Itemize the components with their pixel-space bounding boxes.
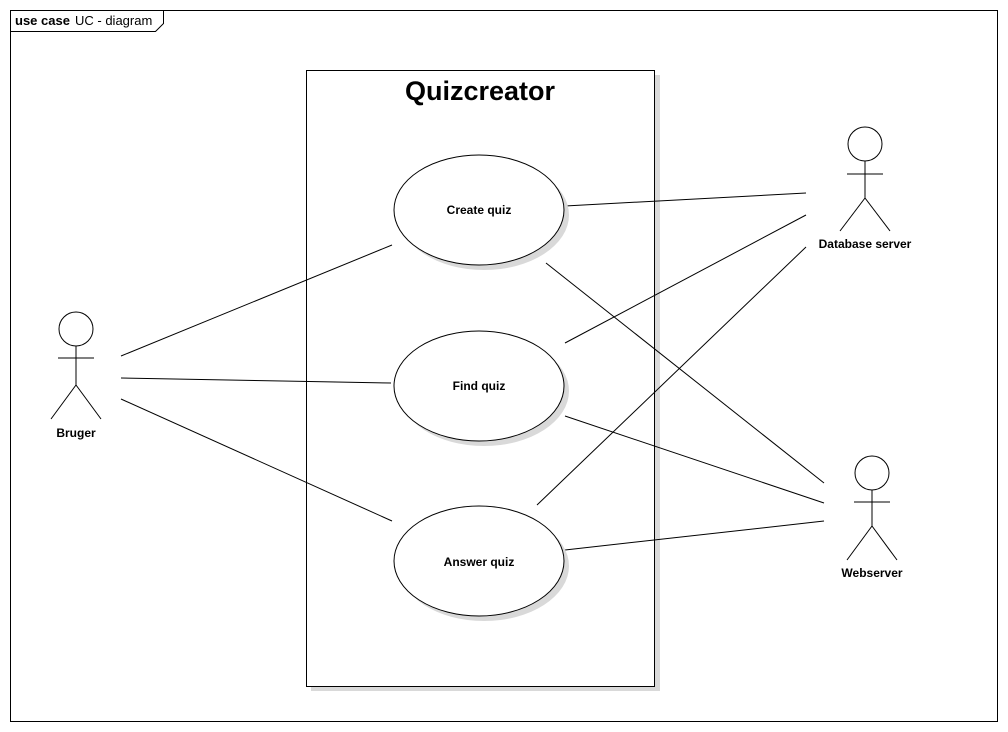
use-case-create-quiz: Create quiz [393,154,569,270]
actor-label: Database server [819,237,912,251]
stick-figure-icon [846,455,898,561]
use-case-find-quiz: Find quiz [393,330,569,446]
association-answer-webserver [564,520,825,551]
actor-bruger: Bruger [50,311,102,440]
actor-database-server: Database server [819,126,912,251]
stick-figure-icon [839,126,891,232]
use-case-label: Create quiz [447,203,512,217]
use-case-label: Find quiz [453,379,506,393]
diagram-frame: use case UC - diagram [10,10,998,722]
use-case-ellipse [393,154,565,266]
use-case-ellipse [393,330,565,442]
association-answer-database [536,246,807,506]
actor-webserver: Webserver [841,455,903,580]
stick-figure-icon [50,311,102,420]
association-find-database [564,214,807,344]
actor-label: Bruger [56,426,96,440]
frame-tab [10,10,164,32]
system-title: Quizcreator [405,76,556,106]
association-create-database [564,192,807,207]
use-case-answer-quiz: Answer quiz [393,505,569,621]
association-bruger-find [120,377,392,384]
association-bruger-create [120,244,393,357]
actor-label: Webserver [841,566,902,580]
association-find-webserver [564,415,825,504]
association-create-webserver [545,262,825,484]
frame-border [10,10,998,722]
use-case-label: Answer quiz [444,555,515,569]
frame-name: UC - diagram [75,13,152,28]
use-case-ellipse [393,505,565,617]
frame-keyword: use case [15,13,70,28]
association-bruger-answer [120,398,393,522]
associations [120,192,825,551]
